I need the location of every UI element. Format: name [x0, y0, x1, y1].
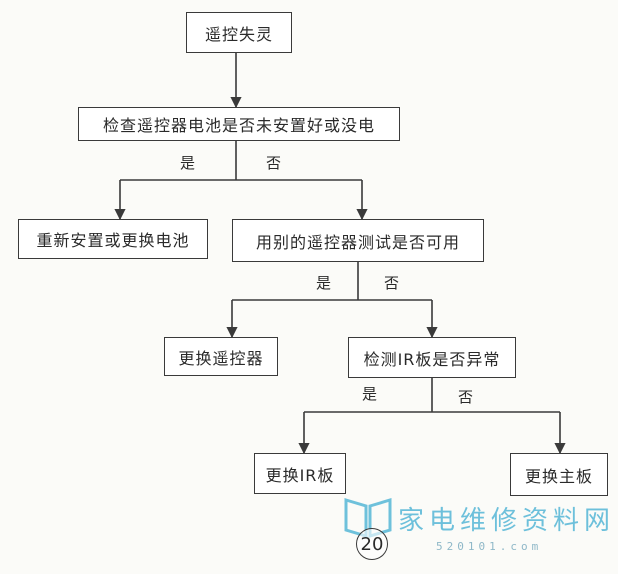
label-no-remote: 否	[384, 274, 400, 292]
node-reinstall-battery: 重新安置或更换电池	[18, 219, 208, 259]
node-check-ir-board: 检测IR板是否异常	[348, 337, 516, 378]
node-replace-ir-board: 更换IR板	[254, 453, 346, 494]
label-no-ir: 否	[458, 388, 474, 406]
label-yes-battery: 是	[180, 154, 196, 172]
label-no-battery: 否	[266, 154, 282, 172]
node-replace-main-board: 更换主板	[510, 453, 608, 496]
watermark-text: 家电维修资料网	[398, 506, 616, 536]
node-test-other-remote: 用别的遥控器测试是否可用	[232, 219, 484, 262]
node-start: 遥控失灵	[186, 12, 292, 53]
watermark-url: 520101.com	[436, 540, 543, 553]
page-number-badge: 20	[356, 528, 388, 560]
node-replace-remote: 更换遥控器	[164, 337, 278, 376]
label-yes-ir: 是	[362, 385, 378, 403]
node-check-battery: 检查遥控器电池是否未安置好或没电	[78, 107, 400, 141]
label-yes-remote: 是	[316, 274, 332, 292]
